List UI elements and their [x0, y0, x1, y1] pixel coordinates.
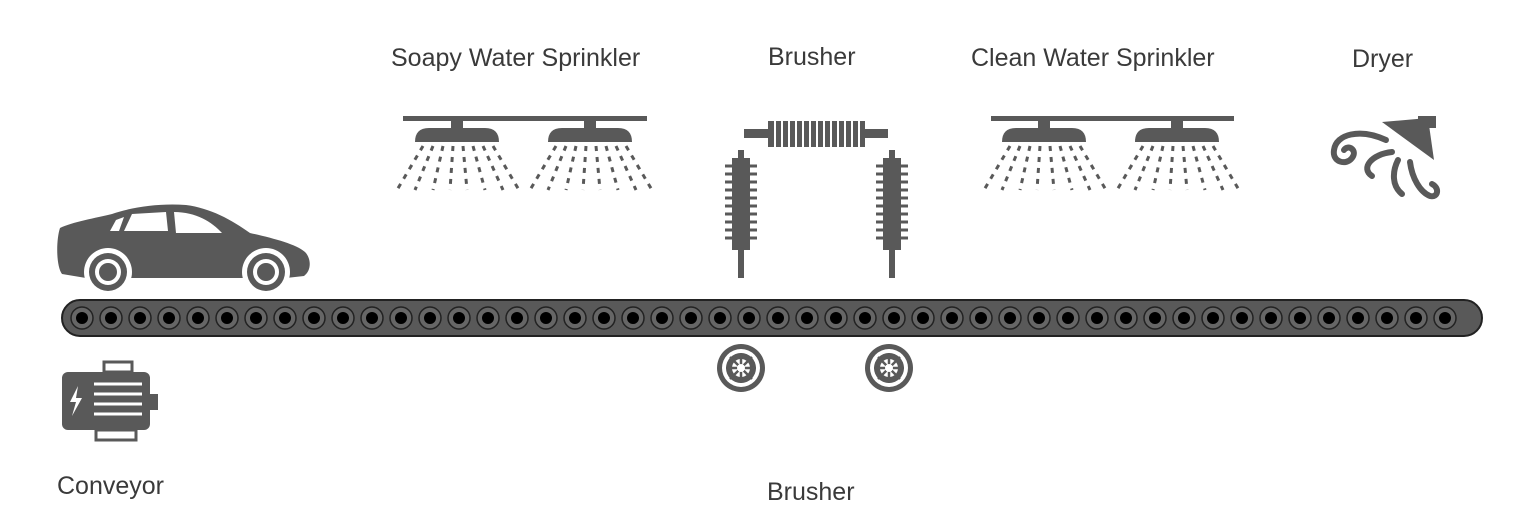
roller-core [1410, 312, 1422, 324]
roller-core [76, 312, 88, 324]
soapy-water-sprinkler-icon [397, 116, 652, 190]
roller-core [1207, 312, 1219, 324]
roller-core [714, 312, 726, 324]
roller-core [685, 312, 697, 324]
roller-core [511, 312, 523, 324]
dryer-label: Dryer [1352, 45, 1414, 73]
conveyor-label: Conveyor [57, 472, 164, 500]
roller-core [1323, 312, 1335, 324]
motor-icon [62, 360, 158, 442]
roller-core [163, 312, 175, 324]
roller-core [279, 312, 291, 324]
roller-core [540, 312, 552, 324]
roller-core [859, 312, 871, 324]
conveyor-rollers [70, 306, 1457, 330]
roller-core [192, 312, 204, 324]
roller-core [366, 312, 378, 324]
roller-core [337, 312, 349, 324]
roller-core [946, 312, 958, 324]
roller-core [1033, 312, 1045, 324]
clean-water-sprinkler-icon [984, 116, 1239, 190]
roller-core [1091, 312, 1103, 324]
roller-core [772, 312, 784, 324]
brusher-gear-icon [715, 342, 915, 394]
roller-core [656, 312, 668, 324]
roller-core [221, 312, 233, 324]
roller-core [1265, 312, 1277, 324]
roller-core [1004, 312, 1016, 324]
roller-core [1352, 312, 1364, 324]
roller-core [308, 312, 320, 324]
roller-core [569, 312, 581, 324]
roller-core [598, 312, 610, 324]
roller-core [424, 312, 436, 324]
roller-core [975, 312, 987, 324]
conveyor-belt [61, 299, 1483, 337]
roller-core [1178, 312, 1190, 324]
roller-core [627, 312, 639, 324]
roller-core [801, 312, 813, 324]
roller-core [134, 312, 146, 324]
roller-core [830, 312, 842, 324]
bottom-brusher-label: Brusher [767, 478, 855, 506]
roller-core [250, 312, 262, 324]
roller-core [743, 312, 755, 324]
clean-water-sprinkler-label: Clean Water Sprinkler [971, 44, 1215, 72]
roller-core [105, 312, 117, 324]
roller-core [1381, 312, 1393, 324]
roller-core [395, 312, 407, 324]
roller-core [1294, 312, 1306, 324]
soapy-water-sprinkler-label: Soapy Water Sprinkler [391, 44, 641, 72]
roller-core [888, 312, 900, 324]
roller-core [917, 312, 929, 324]
roller-core [1149, 312, 1161, 324]
roller-core [1120, 312, 1132, 324]
roller-core [1062, 312, 1074, 324]
brusher-label: Brusher [768, 43, 856, 71]
roller-core [1439, 312, 1451, 324]
roller-core [1236, 312, 1248, 324]
roller-core [482, 312, 494, 324]
dryer-icon [1330, 116, 1440, 200]
roller-core [453, 312, 465, 324]
brusher-icon [723, 121, 910, 280]
car-icon [57, 204, 310, 296]
